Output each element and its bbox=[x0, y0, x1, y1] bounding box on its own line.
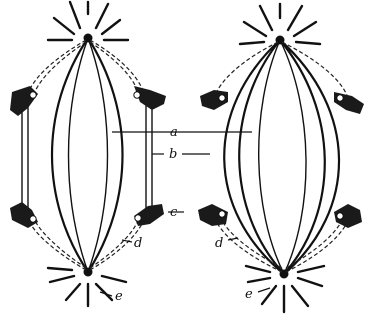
left-chromosome-top-right bbox=[134, 86, 166, 110]
label-d-left: d bbox=[134, 236, 142, 251]
left-chromosome-top-left bbox=[10, 86, 38, 116]
right-chromosome-bottom-right bbox=[334, 204, 362, 228]
right-spindle-fiber-inner bbox=[259, 40, 284, 274]
right-top-aster bbox=[240, 4, 320, 45]
right-spindle-fiber bbox=[239, 40, 284, 274]
left-top-aster bbox=[48, 2, 128, 43]
right-spindle-fiber bbox=[280, 40, 325, 274]
label-d-right: d bbox=[215, 236, 223, 251]
right-chromosome-bottom-left bbox=[198, 204, 228, 226]
right-spindle-fiber-outer-right bbox=[280, 40, 339, 274]
left-chromosome-bottom-left bbox=[10, 202, 38, 228]
left-chromosome-bottom-right bbox=[134, 204, 164, 226]
label-e-left: e bbox=[115, 289, 123, 304]
leader-line-e-right bbox=[258, 288, 270, 292]
label-e-right: e bbox=[245, 287, 253, 302]
left-spindle-fiber-inner-left bbox=[69, 38, 89, 272]
right-chromosome-top-left bbox=[200, 90, 228, 110]
label-c: c bbox=[170, 205, 178, 220]
left-spindle bbox=[10, 2, 166, 306]
right-chromosome-top-right bbox=[334, 92, 364, 114]
right-spindle bbox=[198, 4, 364, 312]
label-b: b bbox=[169, 147, 177, 162]
left-spindle-fiber-outer-left bbox=[52, 38, 88, 272]
left-spindle-fiber-inner-right bbox=[88, 38, 108, 272]
label-a: a bbox=[170, 125, 178, 140]
left-spindle-fiber-outer-right bbox=[88, 38, 123, 272]
